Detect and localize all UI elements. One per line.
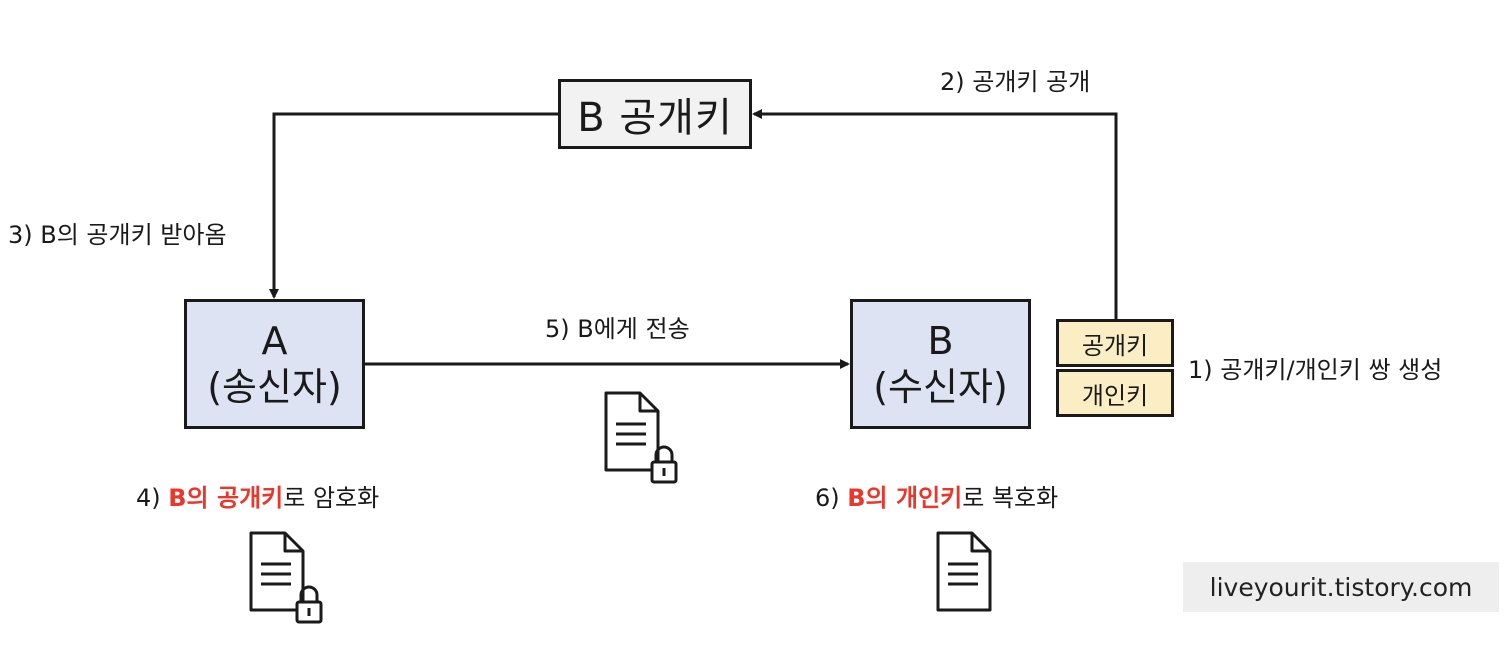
private-key-chip-label: 개인키 [1081, 381, 1149, 410]
public-key-chip-label: 공개키 [1081, 331, 1149, 360]
step4-suffix: 로 암호화 [283, 484, 380, 512]
step4-prefix: 4) [136, 484, 169, 512]
arrow-publish-key [752, 109, 1118, 319]
watermark: liveyourit.tistory.com [1183, 562, 1499, 612]
receiver-box: B (수신자) [850, 299, 1031, 429]
document-lock-icon [249, 531, 323, 624]
document-icon [936, 531, 992, 612]
sender-box: A (송신자) [184, 299, 365, 429]
step4-highlight: B의 공개키 [168, 484, 284, 512]
receiver-role: (수신자) [873, 365, 1008, 409]
watermark-text: liveyourit.tistory.com [1209, 572, 1473, 602]
sender-name: A [261, 319, 288, 363]
step6-highlight: B의 개인키 [847, 484, 963, 512]
public-key-chip: 공개키 [1056, 319, 1174, 367]
document-lock-icon [604, 391, 678, 484]
public-key-box: B 공개키 [558, 79, 752, 149]
receiver-name: B [927, 319, 954, 363]
step6-label: 6) B의 개인키로 복호화 [815, 478, 1058, 513]
step6-suffix: 로 복호화 [962, 484, 1059, 512]
step1-label: 1) 공개키/개인키 쌍 생성 [1188, 356, 1443, 384]
step2-label: 2) 공개키 공개 [940, 68, 1091, 96]
private-key-chip: 개인키 [1056, 369, 1174, 417]
arrow-fetch-key [269, 112, 558, 299]
step5-label: 5) B에게 전송 [545, 315, 690, 343]
public-key-box-label: B 공개키 [577, 95, 733, 141]
step3-label: 3) B의 공개키 받아옴 [8, 221, 227, 249]
step6-prefix: 6) [815, 484, 848, 512]
step4-label: 4) B의 공개키로 암호화 [136, 478, 379, 513]
sender-role: (송신자) [207, 365, 342, 409]
